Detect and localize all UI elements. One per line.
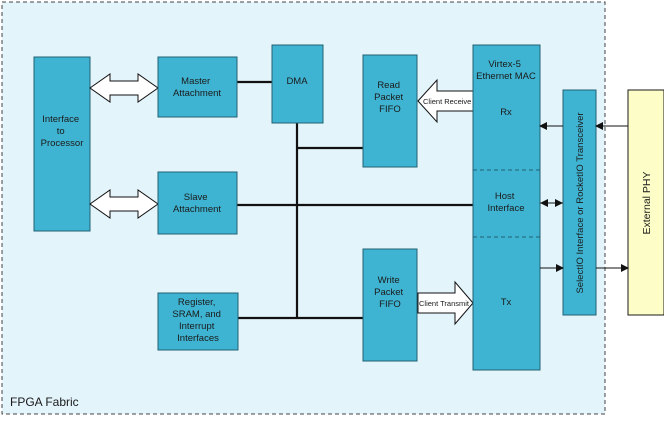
mac-host-interface-label: Host Interface: [488, 191, 525, 214]
client-transmit-label: Client Transmit: [419, 299, 470, 308]
interface-to-processor-block: [33, 56, 91, 232]
register-sram-interrupt-label: Register, SRAM, and Interrupt Interfaces: [172, 297, 223, 344]
read-packet-fifo-label: Read Packet FIFO: [374, 80, 406, 115]
dma-block: [271, 44, 324, 124]
interface-to-processor-label: Interface to Processor: [41, 114, 84, 149]
ethernet-mac-title: Virtex-5 Ethernet MAC: [476, 59, 536, 82]
fpga-fabric-label: FPGA Fabric: [10, 395, 79, 409]
phy-signal-arrows: [539, 122, 629, 272]
read-packet-fifo-block: [362, 54, 418, 168]
master-attachment-block: [157, 56, 238, 118]
mac-rx-label: Rx: [500, 107, 512, 118]
slave-attachment-label: Slave Attachment: [173, 192, 221, 215]
slave-attachment-block: [157, 171, 238, 235]
dma-label: DMA: [286, 76, 308, 87]
external-phy-label: External PHY: [641, 171, 653, 234]
external-phy-block: [627, 89, 664, 316]
client-receive-label: Client Receive: [423, 97, 471, 106]
register-sram-interrupt-block: [157, 292, 239, 351]
write-packet-fifo-block: [362, 248, 418, 362]
ethernet-mac-block: [472, 44, 541, 371]
write-packet-fifo-label: Write Packet FIFO: [374, 275, 406, 310]
master-attachment-label: Master Attachment: [173, 76, 221, 99]
selectio-transceiver-label: SelectIO Interface or RocketIO Transceiv…: [575, 112, 586, 293]
mac-tx-label: Tx: [501, 297, 512, 308]
client-transmit-arrow: [417, 280, 474, 326]
selectio-transceiver-block: [562, 89, 597, 316]
